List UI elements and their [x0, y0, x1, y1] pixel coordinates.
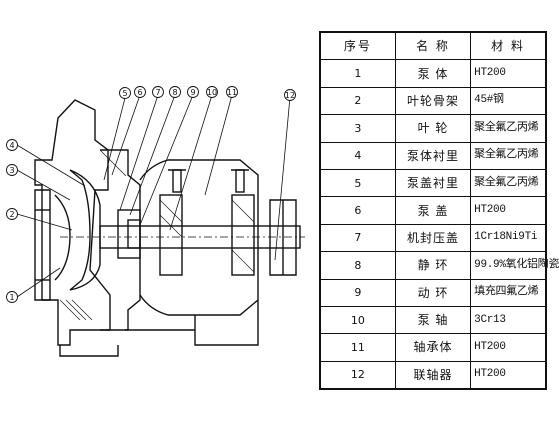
callout-circle-3 — [6, 164, 18, 176]
row-material: 聚全氟乙丙烯 — [470, 141, 547, 170]
row-no: 8 — [319, 251, 396, 280]
row-name: 静 环 — [394, 251, 472, 280]
bearing-housing — [139, 159, 259, 316]
row-material: 聚全氟乙丙烯 — [470, 114, 547, 143]
row-no: 11 — [319, 333, 396, 362]
callout-circle-1 — [6, 291, 18, 303]
row-no: 4 — [319, 141, 396, 170]
callout-label-12: 12 — [285, 91, 295, 100]
row-no: 7 — [319, 223, 396, 253]
header-no: 序号 — [319, 31, 396, 61]
impeller — [69, 169, 101, 291]
callout-label-2: 2 — [9, 210, 14, 219]
row-name: 泵盖衬里 — [394, 168, 472, 198]
row-no: 6 — [319, 196, 396, 225]
row-no: 5 — [319, 168, 396, 198]
pump-casing — [34, 99, 111, 346]
row-name: 动 环 — [394, 278, 472, 307]
row-name: 泵 轴 — [394, 305, 472, 335]
row-material: HT200 — [470, 196, 547, 225]
row-name: 机封压盖 — [394, 223, 472, 253]
row-no: 3 — [319, 114, 396, 143]
row-material: 填充四氟乙烯 — [470, 278, 547, 307]
header-name: 名 称 — [394, 31, 472, 61]
row-name: 联轴器 — [394, 360, 472, 390]
callout-label-10: 10 — [207, 88, 217, 97]
callout-circle-10 — [206, 86, 218, 98]
row-material: 45#钢 — [470, 86, 547, 116]
row-material: 3Cr13 — [470, 305, 547, 335]
row-name: 泵 体 — [394, 59, 472, 88]
table-header-row: 序号 名 称 材 料 — [319, 31, 547, 61]
pump-foot — [59, 345, 119, 357]
callout-label-1: 1 — [9, 293, 14, 302]
row-name: 轴承体 — [394, 333, 472, 362]
row-name: 泵 盖 — [394, 196, 472, 225]
row-no: 12 — [319, 360, 396, 390]
callout-circle-6 — [134, 86, 146, 98]
row-name: 叶轮骨架 — [394, 86, 472, 116]
callout-label-6: 6 — [137, 88, 142, 97]
pump-cover — [100, 149, 141, 331]
row-no: 10 — [319, 305, 396, 335]
row-no: 2 — [319, 86, 396, 116]
callout-label-9: 9 — [190, 88, 195, 97]
row-material: HT200 — [470, 360, 547, 390]
row-material: HT200 — [470, 59, 547, 88]
callout-label-7: 7 — [155, 88, 160, 97]
callout-circle-11 — [226, 86, 238, 98]
callout-circle-4 — [6, 139, 18, 151]
row-material: 1Cr18Ni9Ti — [470, 223, 547, 253]
header-material: 材 料 — [470, 31, 547, 61]
row-no: 9 — [319, 278, 396, 307]
callout-circle-9 — [187, 86, 199, 98]
callout-circle-5 — [119, 87, 131, 99]
row-material: HT200 — [470, 333, 547, 362]
callout-circle-8 — [169, 86, 181, 98]
callout-label-5: 5 — [122, 89, 127, 98]
row-material: 99.9%氧化铝陶瓷 — [470, 251, 559, 280]
callout-label-11: 11 — [227, 88, 237, 97]
callout-circle-2 — [6, 208, 18, 220]
inlet-flange — [34, 189, 51, 301]
seal-gland — [117, 209, 141, 259]
callout-label-8: 8 — [172, 88, 177, 97]
row-name: 泵体衬里 — [394, 141, 472, 170]
row-name: 叶 轮 — [394, 114, 472, 143]
row-no: 1 — [319, 59, 396, 88]
callout-circle-12 — [284, 89, 296, 101]
callout-circle-7 — [152, 86, 164, 98]
row-material: 聚全氟乙丙烯 — [470, 168, 547, 198]
callout-label-3: 3 — [9, 166, 14, 175]
callout-label-4: 4 — [9, 141, 14, 150]
coupling — [269, 199, 297, 276]
